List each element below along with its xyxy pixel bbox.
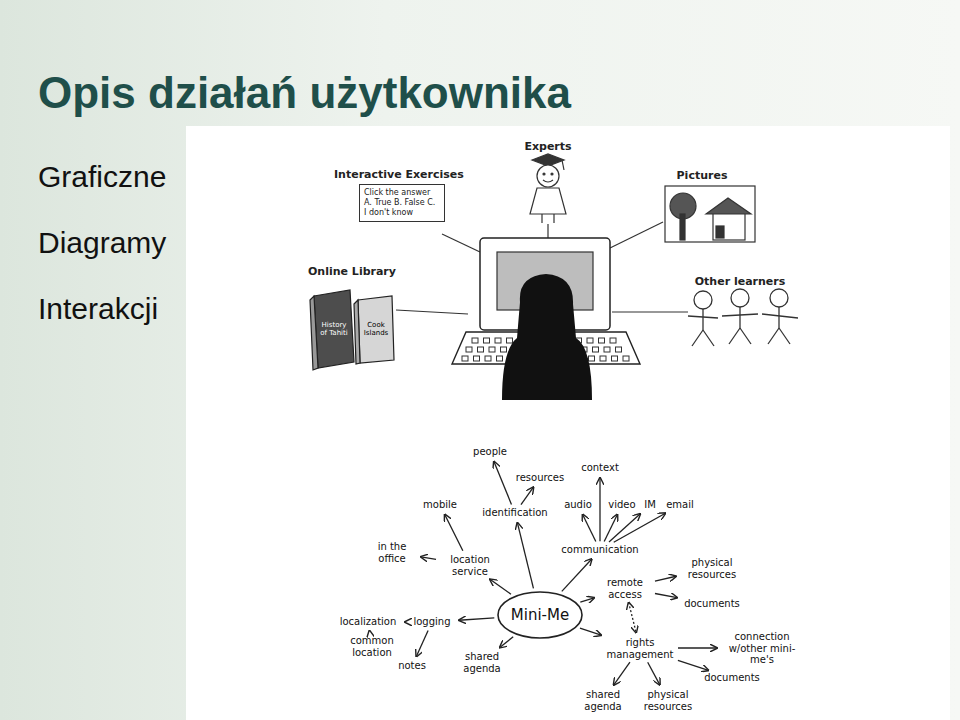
quiz-text: Click the answer A. True B. False C. I d…	[359, 184, 445, 222]
mindmap-term: location service	[439, 554, 501, 577]
illustration-label: Pictures	[677, 169, 728, 182]
arrow-connector	[655, 594, 677, 598]
mindmap-term: audio	[562, 499, 594, 511]
arrow-connector	[490, 579, 511, 594]
arrow-connector	[629, 602, 637, 632]
arrow-connector	[421, 557, 436, 560]
node-label: video	[606, 499, 638, 511]
node-label: in the office	[367, 541, 417, 564]
node-label: connection w/other mini-me's	[721, 631, 803, 666]
arrow-connector	[562, 559, 592, 591]
mindmap-term: in the office	[367, 541, 417, 564]
arrow-connector	[494, 462, 512, 505]
mindmap-term: connection w/other mini-me's	[721, 631, 803, 666]
mindmap-term: localization	[335, 616, 401, 628]
arrow-connector	[369, 630, 370, 631]
arrow-connector	[599, 478, 600, 542]
mindmap-term: rights management	[605, 637, 675, 660]
mindmap-term: mobile	[419, 499, 461, 511]
book-title: History of Tahiti	[319, 322, 349, 337]
exercise-box: Interactive ExercisesClick the answer A.…	[334, 168, 464, 222]
node-label: IM	[642, 499, 658, 511]
arrow-connector	[648, 662, 660, 685]
mindmap-term: physical resources	[680, 557, 744, 580]
node-label: documents	[701, 672, 763, 684]
mindmap-term: shared agenda	[457, 651, 507, 674]
arrow-connector	[521, 487, 533, 504]
node-label: Mini-Me	[511, 606, 569, 624]
mindmap-term: email	[664, 499, 696, 511]
node-label: shared agenda	[457, 651, 507, 674]
illustration-label: Experts	[524, 140, 571, 153]
illustration-label: Online Library	[308, 265, 396, 278]
node-label: documents	[681, 598, 743, 610]
arrow-connector	[580, 598, 594, 602]
node-label: resources	[510, 472, 570, 484]
illustration-label: Other learners	[695, 275, 786, 288]
mindmap-term: documents	[701, 672, 763, 684]
mindmap-term: people	[468, 446, 512, 458]
node-label: email	[664, 499, 696, 511]
mindmap-term: physical resources	[637, 689, 699, 712]
mindmap-term: resources	[510, 472, 570, 484]
arrow-connector	[655, 576, 676, 581]
arrow-connector	[583, 514, 596, 541]
bullet-text: Interakcji	[38, 292, 158, 326]
node-label: audio	[562, 499, 594, 511]
node-label: physical resources	[637, 689, 699, 712]
bullet-text: Graficzne	[38, 160, 166, 194]
mindmap-term: IM	[642, 499, 658, 511]
arrow-connector	[500, 637, 513, 648]
arrow-connector	[416, 631, 428, 657]
node-label: context	[576, 462, 624, 474]
mindmap-term: documents	[681, 598, 743, 610]
node-label: identification	[475, 507, 555, 519]
mindmap-term: common location	[343, 635, 401, 658]
arrow-connector	[614, 513, 666, 542]
mindmap-term: notes	[394, 660, 430, 672]
arrow-connector	[678, 660, 709, 670]
node-label: people	[468, 446, 512, 458]
arrow-connector	[604, 514, 617, 541]
node-label: location service	[439, 554, 501, 577]
node-label: remote access	[598, 577, 652, 600]
node-label: shared agenda	[578, 689, 628, 712]
node-label: common location	[343, 635, 401, 658]
node-label: mobile	[419, 499, 461, 511]
node-label: communication	[554, 544, 646, 556]
bullet-text: Diagramy	[38, 226, 166, 260]
node-label: notes	[394, 660, 430, 672]
arrow-connector	[459, 618, 494, 620]
box-heading: Interactive Exercises	[334, 168, 464, 181]
arrow-connector	[405, 621, 406, 622]
center-ellipse: Mini-Me	[496, 590, 584, 640]
book-title: Cook Islands	[361, 322, 391, 337]
mindmap-term: logging	[409, 616, 455, 628]
mindmap-term: identification	[475, 507, 555, 519]
arrow-connector	[678, 647, 717, 648]
arrow-connector	[614, 662, 630, 685]
mindmap-term: shared agenda	[578, 689, 628, 712]
mindmap-term: remote access	[598, 577, 652, 600]
arrow-connector	[580, 628, 601, 635]
node-label: rights management	[605, 637, 675, 660]
mindmap-term: communication	[554, 544, 646, 556]
node-label: localization	[335, 616, 401, 628]
mindmap-term: context	[576, 462, 624, 474]
slide-title: Opis działań użytkownika	[38, 68, 571, 118]
arrow-connector	[609, 514, 640, 542]
node-label: logging	[409, 616, 455, 628]
arrow-connector	[445, 514, 463, 550]
node-label: physical resources	[680, 557, 744, 580]
mindmap-term: video	[606, 499, 638, 511]
arrow-connector	[517, 523, 533, 589]
